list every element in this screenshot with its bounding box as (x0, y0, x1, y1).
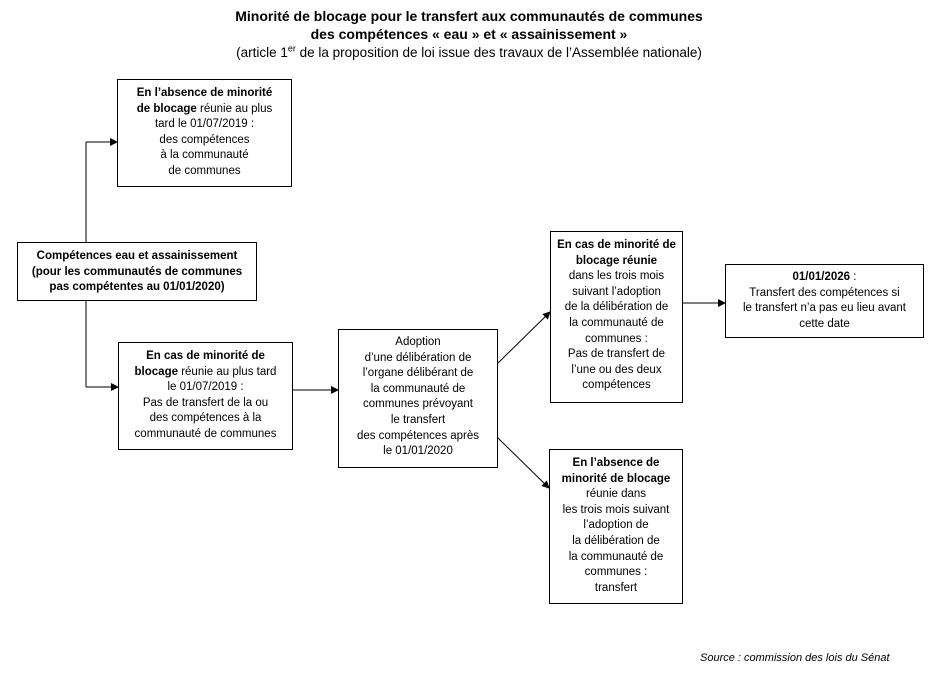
source-note: Source : commission des lois du Sénat (700, 652, 890, 664)
adoption-line-5: communes prévoyant (363, 398, 473, 411)
minorite-3mois-bold-2: blocage réunie (575, 254, 658, 267)
start-line-3: pas compétentes au 01/01/2020) (49, 281, 225, 294)
date-2026-bold-1: 01/01/2026 (792, 271, 851, 283)
title-line-1: Minorité de blocage pour le transfert au… (235, 8, 703, 24)
adoption-line-4: la communauté de (370, 382, 466, 395)
start-line-2: (pour les communautés de communes (31, 265, 243, 278)
box-absence-2019: En l’absence de minorité de blocage réun… (117, 79, 292, 187)
minorite-3mois-line-8: Pas de transfert de (567, 348, 666, 361)
box-minorite-3mois: En cas de minorité de blocage réunie dan… (550, 231, 683, 403)
date-2026-rest-1: : (850, 271, 857, 283)
minorite-2019-line-4: Pas de transfert de la ou (142, 396, 269, 409)
box-minorite-2019: En cas de minorité de blocage réunie au … (118, 342, 293, 450)
box-date-2026: 01/01/2026 : Transfert des compétences s… (725, 264, 924, 338)
minorite-2019-line-6: communauté de communes (134, 427, 277, 440)
box-absence-3mois: En l’absence de minorité de blocage réun… (549, 449, 683, 604)
absence-3mois-bold-2: minorité de blocage (561, 472, 671, 485)
absence-3mois-line-4: les trois mois suivant (562, 503, 670, 516)
minorite-3mois-line-10: compétences (582, 379, 651, 392)
minorite-2019-line-3: le 01/07/2019 : (167, 381, 244, 394)
minorite-2019-bold-2: blocage (134, 365, 178, 378)
minorite-3mois-line-6: la communauté de (569, 316, 664, 329)
absence-3mois-line-5: l’adoption de (583, 519, 649, 532)
date-2026-line-2: Transfert des compétences si (749, 286, 900, 299)
absence-2019-rest-2: réunie au plus (196, 102, 273, 115)
start-line-1: Compétences eau et assainissement (36, 250, 238, 262)
absence-2019-line-4: des compétences (159, 133, 250, 146)
adoption-line-3: l’organe délibérant de (362, 367, 474, 380)
absence-3mois-bold-1: En l’absence de (572, 457, 660, 469)
minorite-3mois-line-7: communes : (585, 332, 648, 345)
date-2026-line-3: le transfert n’a pas eu lieu avant (742, 302, 907, 315)
absence-2019-line-6: de communes (168, 164, 241, 177)
minorite-3mois-line-4: suivant l’adoption (572, 285, 661, 298)
date-2026-line-4: cette date (799, 317, 850, 330)
absence-3mois-line-8: communes : (584, 566, 648, 579)
minorite-3mois-bold-1: En cas de minorité de (557, 239, 676, 251)
title-line-3: (article 1er de la proposition de loi is… (236, 43, 702, 60)
minorite-2019-bold-1: En cas de minorité de (146, 350, 265, 362)
title-line-2: des compétences « eau » et « assainissem… (310, 26, 628, 42)
absence-3mois-line-7: la communauté de (568, 550, 664, 563)
adoption-line-7: des compétences après (356, 429, 480, 442)
absence-2019-line-5: à la communauté (160, 149, 249, 162)
minorite-3mois-line-3: dans les trois mois (568, 270, 665, 283)
absence-2019-bold-1: En l’absence de minorité (136, 87, 273, 99)
minorite-2019-rest-2: réunie au plus tard (178, 365, 277, 378)
minorite-3mois-line-9: l’une ou des deux (571, 363, 662, 376)
adoption-line-1: Adoption (395, 336, 441, 348)
adoption-line-8: le 01/01/2020 (383, 445, 453, 458)
arrow-to-absence-3mois (497, 437, 550, 489)
absence-3mois-line-6: la délibération de (572, 534, 660, 547)
arrow-to-minorite-3mois (497, 311, 551, 364)
minorite-3mois-line-5: de la délibération de (564, 301, 669, 314)
absence-3mois-line-9: transfert (594, 581, 638, 594)
adoption-line-6: le transfert (390, 413, 446, 426)
box-adoption: Adoption d’une délibération de l’organe … (338, 329, 498, 468)
minorite-2019-line-5: des compétences à la (149, 412, 262, 425)
absence-2019-line-3: tard le 01/07/2019 : (154, 118, 255, 131)
adoption-line-2: d’une délibération de (364, 351, 472, 364)
absence-2019-bold-2: de blocage (136, 102, 197, 115)
box-start: Compétences eau et assainissement (pour … (17, 242, 257, 301)
absence-3mois-line-3: réunie dans (585, 488, 647, 501)
